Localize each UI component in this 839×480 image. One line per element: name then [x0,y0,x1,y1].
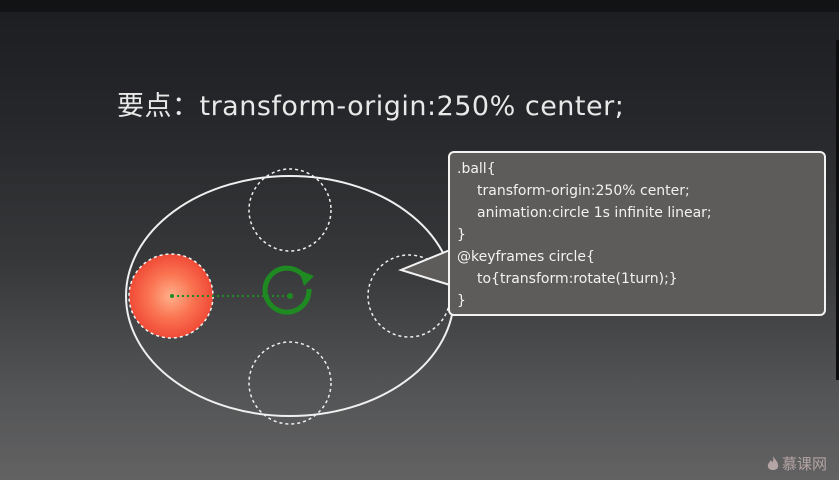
watermark: 慕课网 [767,453,827,474]
watermark-text: 慕课网 [781,455,827,473]
top-bar [0,0,839,12]
ghost-ball-top [248,168,332,252]
rotate-clockwise-icon [262,265,314,315]
right-edge-strip [836,40,839,380]
code-line: } [457,293,466,309]
code-line: .ball{ [457,161,496,177]
code-line: @keyframes circle{ [457,249,595,265]
flame-icon [767,455,779,470]
code-line: } [457,227,466,243]
code-line: animation:circle 1s infinite linear; [477,205,712,221]
code-callout: .ball{ transform-origin:250% center; ani… [448,151,826,316]
code-line: to{transform:rotate(1turn);} [477,271,678,287]
ghost-ball-bottom [248,341,332,425]
ball-center-dot [170,294,174,298]
callout-pointer [398,249,451,286]
slide-title: 要点：transform-origin:250% center; [117,91,625,122]
code-line: transform-origin:250% center; [477,183,690,199]
